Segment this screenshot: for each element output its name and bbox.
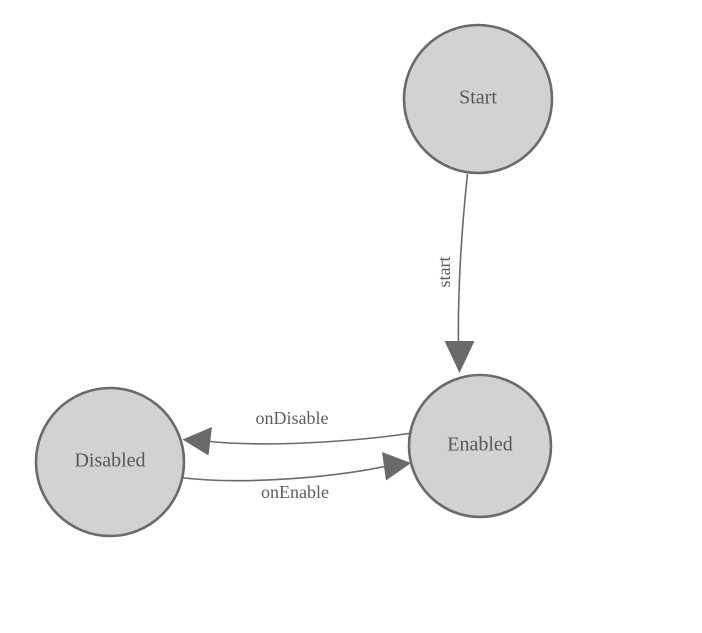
state-node-enabled-circle (407, 373, 553, 519)
state-node-enabled[interactable]: Enabled (407, 373, 553, 519)
state-node-enabled-label: Enabled (447, 434, 513, 456)
edge-label-on-disable: onDisable (256, 408, 329, 428)
state-node-start-label: Start (459, 87, 497, 109)
edge-enabled-to-disabled-arrowhead-icon (182, 427, 212, 456)
edge-disabled-to-enabled-arrowhead-icon (382, 452, 411, 481)
state-node-disabled-circle (34, 386, 186, 538)
state-node-disabled-label: Disabled (74, 450, 145, 472)
edge-label-on-enable: onEnable (261, 482, 329, 502)
edge-enabled-to-disabled-path (205, 432, 413, 445)
edge-start-to-enabled[interactable]: start (434, 173, 475, 373)
edge-disabled-to-enabled[interactable]: onEnable (179, 452, 411, 502)
edge-disabled-to-enabled-path (179, 465, 388, 482)
state-node-start-circle (402, 23, 554, 175)
edge-start-to-enabled-arrowhead-icon (444, 341, 475, 373)
state-node-disabled[interactable]: Disabled (34, 386, 186, 538)
edge-start-to-enabled-path (457, 173, 469, 346)
edge-label-start: start (434, 257, 454, 288)
edge-enabled-to-disabled[interactable]: onDisable (182, 408, 413, 456)
state-node-start[interactable]: Start (402, 23, 554, 175)
